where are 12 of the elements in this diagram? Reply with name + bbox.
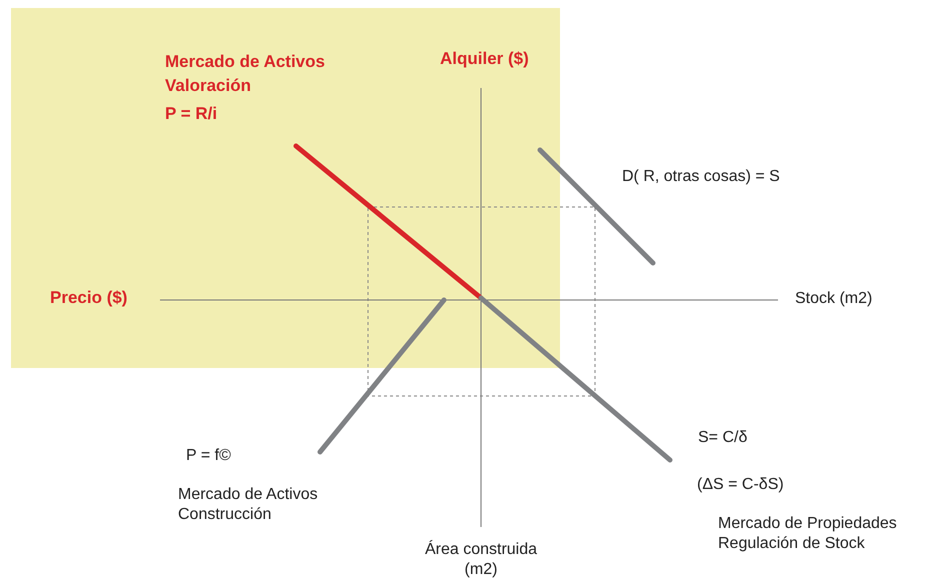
axis-label: Área construida (m2): [424, 540, 538, 580]
formula: (ΔS = C-δS): [697, 475, 785, 495]
quadrant-title: Mercado de Propiedades Regulación de Stock: [718, 514, 898, 554]
quadrant-title: Mercado de Activos Construcción: [178, 485, 319, 525]
formula: S= C/δ: [698, 428, 748, 448]
formula: P = R/i: [165, 103, 218, 125]
formula: D( R, otras cosas) = S: [622, 167, 781, 187]
quadrant-title: Mercado de Activos Valoración: [165, 51, 326, 97]
axis-label: Precio ($): [50, 287, 128, 309]
axis-label: Alquiler ($): [440, 48, 530, 70]
formula: P = f©: [186, 446, 232, 466]
axis-label: Stock (m2): [795, 289, 874, 309]
